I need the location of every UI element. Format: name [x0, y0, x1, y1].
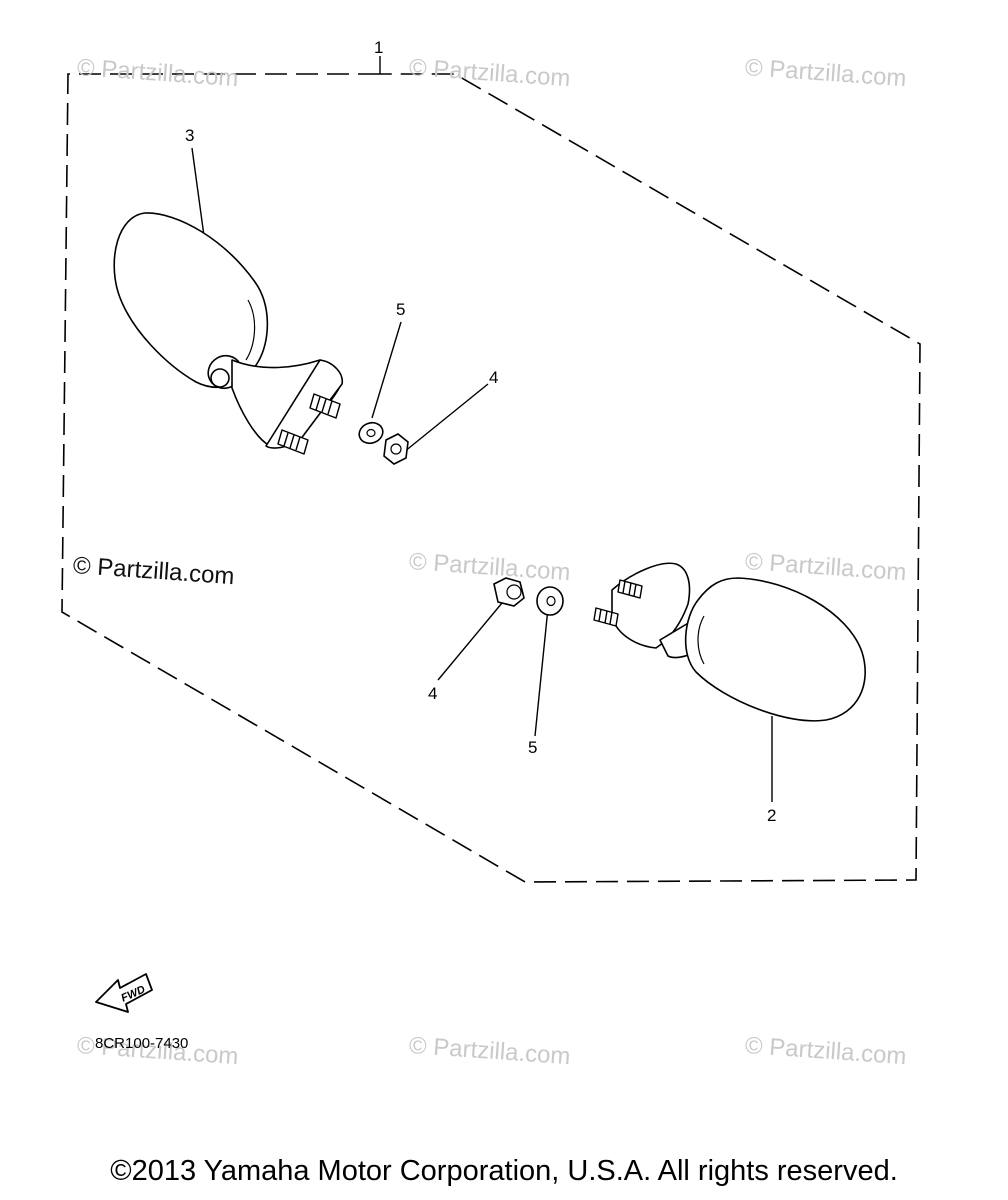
callout-5-bottom: 5 [528, 738, 538, 757]
copyright-notice: ©2013 Yamaha Motor Corporation, U.S.A. A… [110, 1155, 898, 1187]
leader-4-top [403, 383, 489, 453]
fwd-arrow-icon: FWD [95, 973, 153, 1013]
left-mirror [113, 212, 344, 455]
callout-2: 2 [767, 806, 777, 825]
callout-4-bottom: 4 [428, 684, 438, 703]
right-mirror [593, 562, 866, 722]
callout-5-top: 5 [396, 300, 406, 319]
right-nut [493, 577, 525, 607]
part-code: 8CR100-7430 [95, 1035, 189, 1052]
leader-4-bottom [437, 596, 508, 681]
callout-4-top: 4 [489, 368, 499, 387]
callout-3: 3 [185, 126, 195, 145]
assembly-boundary [61, 73, 921, 883]
right-washer [536, 586, 564, 616]
leader-3 [191, 147, 205, 237]
callout-1: 1 [374, 38, 384, 57]
left-washer [358, 421, 384, 445]
leader-5-top [371, 321, 402, 419]
left-nut [383, 433, 409, 465]
leader-5-bottom [534, 607, 549, 737]
